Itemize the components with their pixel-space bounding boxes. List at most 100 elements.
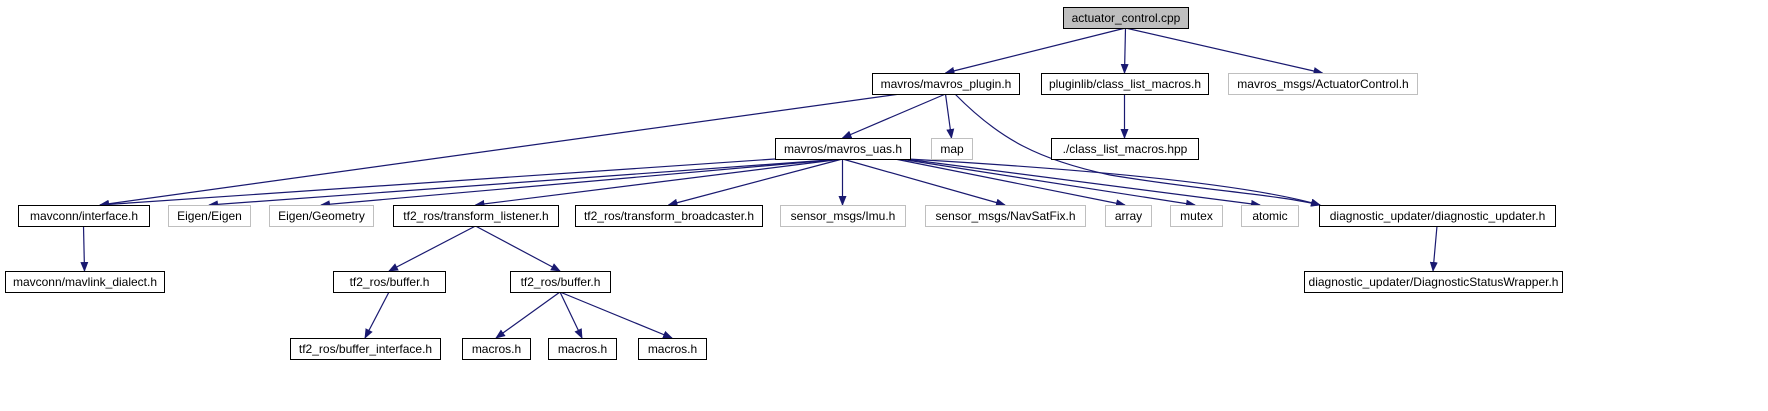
node-box	[1170, 205, 1223, 227]
node-pluginlib[interactable]: pluginlib/class_list_macros.h	[1041, 73, 1209, 95]
node-label: tf2_ros/transform_broadcaster.h	[584, 209, 754, 223]
node-label: sensor_msgs/NavSatFix.h	[935, 209, 1075, 223]
node-box	[575, 205, 763, 227]
node-box	[18, 205, 150, 227]
node-navsat[interactable]: sensor_msgs/NavSatFix.h	[925, 205, 1086, 227]
node-box	[1319, 205, 1556, 227]
node-box	[462, 338, 531, 360]
node-label: tf2_ros/buffer.h	[350, 275, 430, 289]
edge-root-to-actuatorcontrol	[1125, 27, 1324, 75]
node-macros1[interactable]: macros.h	[462, 338, 531, 360]
node-label: sensor_msgs/Imu.h	[791, 209, 896, 223]
node-label: tf2_ros/buffer.h	[521, 275, 601, 289]
node-box	[925, 205, 1086, 227]
node-box	[168, 205, 251, 227]
edge-buffer2-to-macros3	[559, 291, 673, 339]
node-diag-updater[interactable]: diagnostic_updater/diagnostic_updater.h	[1319, 205, 1556, 227]
node-eigen-geom[interactable]: Eigen/Geometry	[269, 205, 374, 227]
node-mavlink-dialect[interactable]: mavconn/mavlink_dialect.h	[5, 271, 165, 293]
edge-mavros_uas-to-mutex	[899, 158, 1196, 208]
node-label: macros.h	[648, 342, 697, 356]
edge-buffer1-to-buffer_interface	[364, 291, 390, 339]
edge-buffer2-to-macros2	[559, 291, 583, 339]
node-label: actuator_control.cpp	[1072, 11, 1181, 25]
node-label: mutex	[1180, 209, 1213, 223]
node-box	[1241, 205, 1299, 227]
node-box	[510, 271, 611, 293]
node-tf-listener[interactable]: tf2_ros/transform_listener.h	[393, 205, 559, 227]
edge-interface-to-mavlink_dialect	[80, 225, 89, 272]
edge-root-to-pluginlib	[1120, 27, 1129, 74]
edge-mavros_plugin-to-diag_updater	[954, 93, 1321, 207]
node-box	[393, 205, 559, 227]
node-array[interactable]: array	[1105, 205, 1152, 227]
node-box	[333, 271, 446, 293]
node-label: array	[1115, 209, 1142, 223]
edge-tf_listener-to-buffer2	[475, 225, 561, 272]
node-label: map	[940, 142, 964, 156]
node-label: tf2_ros/buffer_interface.h	[299, 342, 432, 356]
node-buffer1[interactable]: tf2_ros/buffer.h	[333, 271, 446, 293]
node-buffer-interface[interactable]: tf2_ros/buffer_interface.h	[290, 338, 441, 360]
edge-mavros_uas-to-atomic	[904, 158, 1261, 208]
node-label: diagnostic_updater/diagnostic_updater.h	[1330, 209, 1546, 223]
node-mutex[interactable]: mutex	[1170, 205, 1223, 227]
node-label: ./class_list_macros.hpp	[1063, 142, 1188, 156]
edge-mavros_uas-to-diag_updater	[907, 158, 1321, 207]
node-macros3[interactable]: macros.h	[638, 338, 707, 360]
node-box	[1228, 73, 1418, 95]
node-label: mavros/mavros_plugin.h	[881, 77, 1012, 91]
node-box	[872, 73, 1020, 95]
node-label: Eigen/Eigen	[177, 209, 242, 223]
edge-diag_updater-to-diag_status	[1429, 225, 1438, 272]
edge-mavros_uas-to-tf_listener	[474, 158, 843, 208]
node-label: atomic	[1252, 209, 1287, 223]
edge-mavros_uas-to-navsat	[842, 158, 1006, 207]
edge-mavros_uas-to-interface	[99, 158, 776, 209]
edge-mavros_uas-to-array	[894, 158, 1126, 208]
edge-mavros_plugin-to-mavros_uas	[841, 93, 946, 139]
node-box	[5, 271, 165, 293]
node-label: mavconn/mavlink_dialect.h	[13, 275, 157, 289]
node-imu[interactable]: sensor_msgs/Imu.h	[780, 205, 906, 227]
node-root[interactable]: actuator_control.cpp	[1063, 7, 1189, 29]
node-label: tf2_ros/transform_listener.h	[403, 209, 548, 223]
node-box	[1041, 73, 1209, 95]
node-diag-status[interactable]: diagnostic_updater/DiagnosticStatusWrapp…	[1304, 271, 1563, 293]
edge-mavros_plugin-to-map	[944, 93, 955, 139]
edge-mavros_uas-to-eigen_geom	[320, 158, 843, 209]
node-label: macros.h	[558, 342, 607, 356]
node-actuatorcontrol[interactable]: mavros_msgs/ActuatorControl.h	[1228, 73, 1418, 95]
node-mavros-plugin[interactable]: mavros/mavros_plugin.h	[872, 73, 1020, 95]
node-box	[931, 138, 973, 160]
node-class-list-hpp[interactable]: ./class_list_macros.hpp	[1051, 138, 1199, 160]
node-interface[interactable]: mavconn/interface.h	[18, 205, 150, 227]
edge-buffer2-to-macros1	[495, 291, 561, 339]
node-map[interactable]: map	[931, 138, 973, 160]
node-box	[1105, 205, 1152, 227]
edge-mavros_plugin-to-interface	[99, 93, 901, 208]
node-box	[1051, 138, 1199, 160]
node-box	[548, 338, 617, 360]
node-eigen[interactable]: Eigen/Eigen	[168, 205, 251, 227]
node-atomic[interactable]: atomic	[1241, 205, 1299, 227]
node-macros2[interactable]: macros.h	[548, 338, 617, 360]
node-buffer2[interactable]: tf2_ros/buffer.h	[510, 271, 611, 293]
node-tf-broadcaster[interactable]: tf2_ros/transform_broadcaster.h	[575, 205, 763, 227]
node-box	[1063, 7, 1189, 29]
node-label: macros.h	[472, 342, 521, 356]
edge-root-to-mavros_plugin	[944, 27, 1126, 75]
node-box	[269, 205, 374, 227]
node-label: Eigen/Geometry	[278, 209, 365, 223]
node-box	[638, 338, 707, 360]
node-box	[290, 338, 441, 360]
node-mavros-uas[interactable]: mavros/mavros_uas.h	[775, 138, 911, 160]
node-label: mavconn/interface.h	[30, 209, 138, 223]
edge-mavros_uas-to-tf_broadcaster	[667, 158, 843, 207]
node-box	[1304, 271, 1563, 293]
edge-tf_listener-to-buffer1	[388, 225, 476, 272]
node-label: pluginlib/class_list_macros.h	[1049, 77, 1201, 91]
node-box	[775, 138, 911, 160]
node-box	[780, 205, 906, 227]
